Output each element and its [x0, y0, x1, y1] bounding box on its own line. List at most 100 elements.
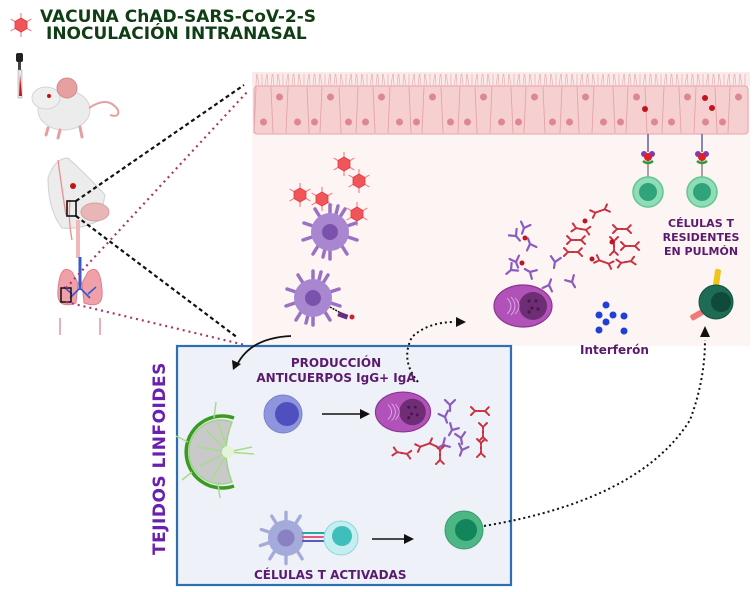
cilium	[603, 73, 605, 87]
cell-wall	[440, 86, 444, 134]
resident-t-cells-label: CÉLULAS T RESIDENTES EN PULMÓN	[651, 217, 751, 259]
cilium	[726, 73, 730, 87]
cilium	[444, 73, 446, 87]
cilium	[663, 73, 667, 87]
cilium	[456, 73, 458, 87]
cilium	[372, 73, 374, 87]
cilium	[375, 73, 378, 87]
cilium	[645, 73, 647, 87]
cilium	[624, 73, 626, 87]
cell-wall	[559, 86, 563, 134]
cilium	[570, 73, 572, 87]
cilium	[612, 73, 614, 87]
cilium	[522, 73, 525, 87]
cilium	[423, 73, 425, 87]
cilium	[558, 73, 562, 87]
cilium	[318, 73, 320, 87]
nucleus	[735, 93, 742, 101]
cilium	[390, 73, 394, 87]
nucleus	[651, 118, 658, 126]
cilium	[692, 73, 695, 87]
nucleus	[684, 93, 691, 101]
nucleus	[276, 93, 283, 101]
title-line-2: INOCULACIÓN INTRANASAL	[46, 24, 307, 44]
plasma-cell-icon	[493, 284, 553, 328]
cilium	[333, 73, 336, 87]
cilium	[411, 73, 415, 87]
virus-icon	[702, 95, 708, 101]
nucleus	[600, 118, 607, 126]
nucleus	[582, 93, 589, 101]
cilium	[498, 73, 500, 87]
cilium	[495, 73, 499, 87]
antigen-presentation-icon	[329, 306, 355, 320]
cell-wall	[253, 86, 257, 134]
cilium	[591, 73, 593, 87]
cell-wall	[591, 86, 595, 134]
cilium	[582, 73, 584, 87]
cilium	[738, 73, 740, 87]
cilium	[600, 73, 604, 87]
cell-wall	[523, 86, 527, 134]
cilium	[648, 73, 651, 87]
label-line: PRODUCCIÓN	[290, 356, 382, 370]
cilium	[705, 73, 709, 87]
cell-wall	[489, 86, 493, 134]
cilium	[293, 73, 296, 87]
cilium	[540, 73, 542, 87]
cilium	[732, 73, 735, 87]
cilium	[676, 73, 680, 87]
cilium	[642, 73, 646, 87]
antigen-icon	[582, 218, 588, 224]
cilium	[543, 73, 546, 87]
nucleus	[719, 118, 726, 126]
cilium	[298, 73, 302, 87]
cilium	[474, 73, 478, 87]
cilium	[438, 73, 441, 87]
t-cell-icon	[323, 520, 359, 556]
cell-wall	[576, 86, 580, 134]
nucleus	[413, 118, 420, 126]
cilium	[369, 73, 373, 87]
cilium	[393, 73, 395, 87]
cilium	[675, 73, 677, 87]
cilium	[684, 73, 688, 87]
cilium	[516, 73, 520, 87]
cilium	[613, 73, 617, 87]
cell-wall	[372, 86, 376, 134]
cell-wall	[510, 86, 514, 134]
label-line: RESIDENTES	[662, 231, 740, 244]
cilium	[267, 73, 269, 87]
cell-wall	[678, 86, 682, 134]
cilium	[477, 73, 479, 87]
nucleus	[378, 93, 385, 101]
cilium	[340, 73, 344, 87]
cilium	[288, 73, 290, 87]
zoom-connectors	[65, 84, 249, 347]
cilium	[419, 73, 422, 87]
antigen-icon	[522, 235, 528, 241]
cilium	[487, 73, 491, 87]
cilium	[697, 73, 701, 87]
nucleus	[702, 118, 709, 126]
cilium	[579, 73, 583, 87]
label-line: ANTICUERPOS IgG+ IgA	[256, 371, 416, 385]
cilium	[711, 73, 714, 87]
activated-t-cells-label: CÉLULAS T ACTIVADAS	[254, 568, 407, 582]
lymph-node-icon	[175, 401, 255, 499]
lungs-icon	[57, 257, 103, 335]
virus-icon	[709, 105, 715, 111]
cilium	[549, 73, 551, 87]
cilium	[561, 73, 563, 87]
cilium	[256, 73, 260, 87]
antigen-icon	[519, 260, 525, 266]
cell-wall	[306, 86, 310, 134]
nucleus	[515, 118, 522, 126]
cell-wall	[319, 86, 323, 134]
b-cell-icon	[263, 394, 303, 434]
cilium	[272, 73, 275, 87]
cell-wall	[661, 86, 665, 134]
cell-wall	[408, 86, 412, 134]
cilium	[354, 73, 357, 87]
nucleus	[396, 118, 403, 126]
